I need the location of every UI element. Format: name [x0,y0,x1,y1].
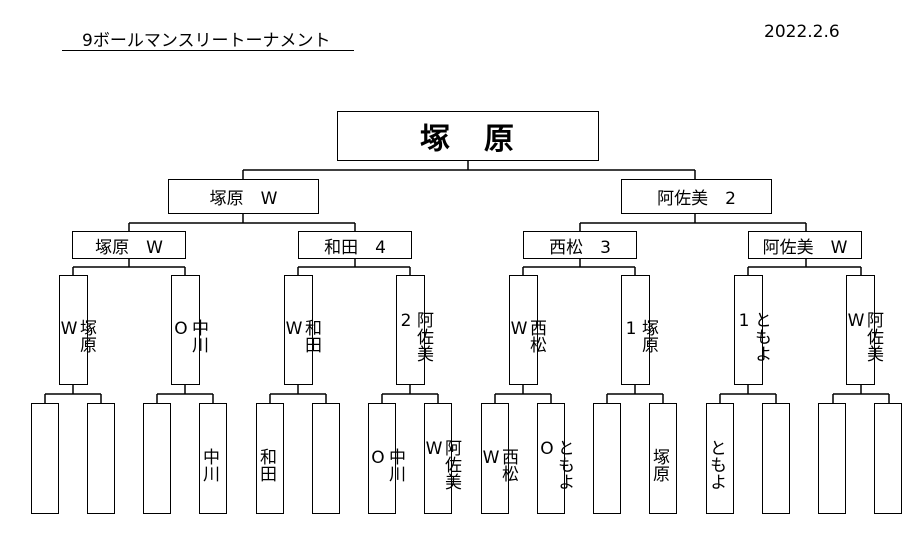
quarter-box-2: 中川 O [171,275,208,385]
quarter-box-8: 阿佐美 W [846,275,883,385]
quarter-box-7: ともよ 1 [734,275,771,385]
round1-box-3 [143,403,171,514]
round1-box-12: 塚原 [649,403,677,514]
semi-box-1: 塚原 W [72,231,186,259]
round1-box-10: ともよ O [537,403,574,514]
quarter-label-2: 中川 O [171,319,208,353]
round1-label-13: ともよ [706,439,726,490]
semi-box-4: 阿佐美 W [748,231,862,259]
round1-label-7: 中川 O [368,447,405,482]
quarter-box-1: 塚原 W [59,275,96,385]
quarter-box-3: 和田 W [284,275,321,385]
round1-box-11 [593,403,621,514]
round1-label-8: 阿佐美 W [424,439,461,490]
round1-box-2 [87,403,115,514]
quarter-box-5: 西松 W [509,275,546,385]
round1-label-10: ともよ O [537,439,574,490]
round1-box-16 [874,403,902,514]
round1-box-5: 和田 [256,403,284,514]
round1-label-4: 中川 [199,447,219,482]
semi-box-3: 西松 3 [523,231,637,259]
round1-label-9: 西松 W [481,447,518,482]
final-left-box: 塚原 W [168,179,319,214]
quarter-box-4: 阿佐美 2 [396,275,433,385]
quarter-label-4: 阿佐美 2 [396,310,433,362]
round1-label-5: 和田 [256,447,276,482]
quarter-label-8: 阿佐美 W [846,310,883,362]
round1-box-7: 中川 O [368,403,405,514]
quarter-label-6: 塚原 1 [621,319,658,353]
round1-box-4: 中川 [199,403,227,514]
round1-box-6 [312,403,340,514]
tournament-date: 2022.2.6 [764,22,840,42]
round1-label-12: 塚原 [649,447,669,482]
champion-box: 塚 原 [337,111,599,161]
quarter-label-1: 塚原 W [59,319,96,353]
round1-box-9: 西松 W [481,403,518,514]
tournament-title: 9ボールマンスリートーナメント [82,31,331,51]
title-underline [62,50,354,51]
round1-box-13: ともよ [706,403,734,514]
round1-box-1 [31,403,59,514]
quarter-box-6: 塚原 1 [621,275,658,385]
quarter-label-7: ともよ 1 [734,310,771,362]
round1-box-14 [762,403,790,514]
round1-box-15 [818,403,846,514]
quarter-label-3: 和田 W [284,319,321,353]
semi-box-2: 和田 4 [298,231,412,259]
quarter-label-5: 西松 W [509,319,546,353]
round1-box-8: 阿佐美 W [424,403,461,514]
final-right-box: 阿佐美 2 [621,179,772,214]
